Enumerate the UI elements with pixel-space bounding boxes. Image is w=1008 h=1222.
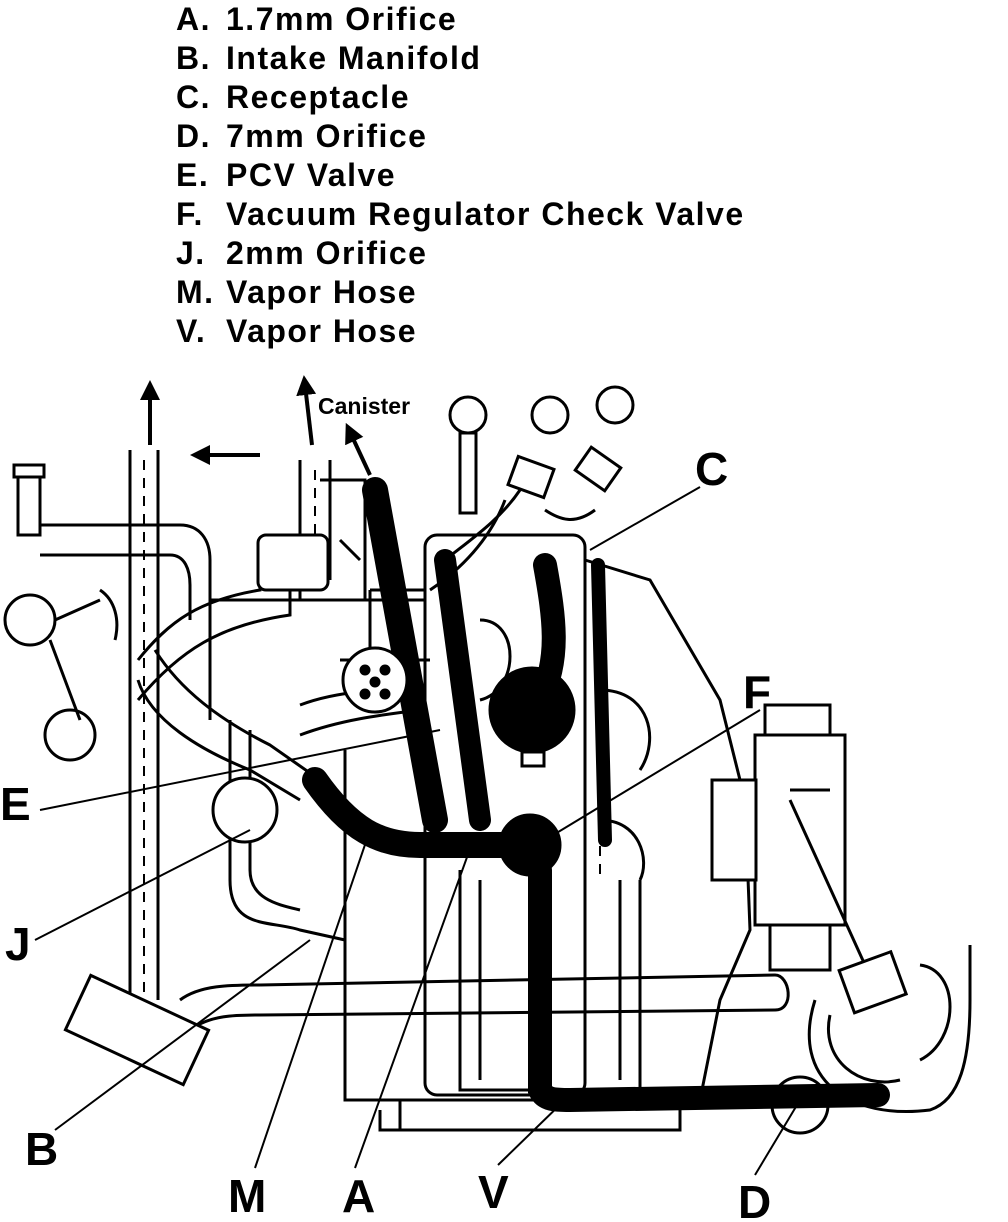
- legend-item-a: A.1.7mm Orifice: [176, 1, 458, 37]
- legend-item-d: D.7mm Orifice: [176, 118, 428, 154]
- callout-e: E: [0, 778, 31, 830]
- callout-b: B: [25, 1123, 58, 1175]
- callout-f: F: [743, 666, 771, 718]
- callout-m: M: [228, 1170, 266, 1222]
- callout-j: J: [5, 918, 31, 970]
- canister-label: Canister: [318, 393, 410, 419]
- legend-item-j: J.2mm Orifice: [176, 235, 428, 271]
- flow-arrows: [140, 375, 372, 476]
- legend: A.1.7mm Orifice B.Intake Manifold C.Rece…: [176, 0, 745, 351]
- legend-item-c: C.Receptacle: [176, 79, 410, 115]
- callout-a: A: [342, 1170, 375, 1222]
- legend-item-f: F.Vacuum Regulator Check Valve: [176, 196, 745, 232]
- leader-lines: [34, 486, 801, 1176]
- callout-v: V: [478, 1166, 509, 1218]
- legend-item-v: V.Vapor Hose: [176, 313, 418, 349]
- callout-d: D: [738, 1176, 771, 1222]
- legend-item-b: B.Intake Manifold: [176, 40, 482, 76]
- callout-c: C: [695, 443, 728, 495]
- callouts: C F E J B M A V D: [0, 443, 771, 1222]
- fittings: [3, 385, 909, 1135]
- legend-item-e: E.PCV Valve: [176, 157, 397, 193]
- legend-item-m: M.Vapor Hose: [176, 274, 418, 310]
